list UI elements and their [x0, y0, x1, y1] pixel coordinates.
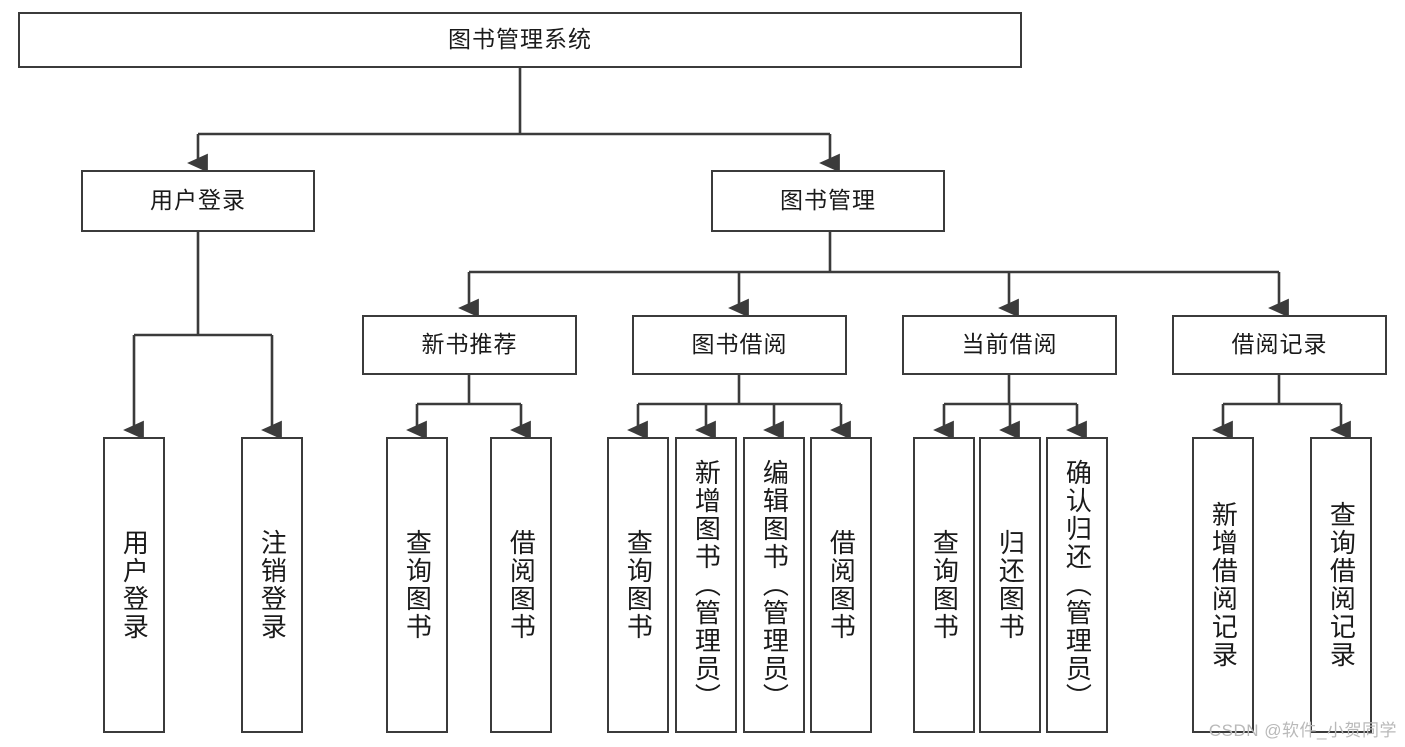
watermark: CSDN @软件_小贺同学	[1208, 721, 1397, 740]
node-leaf-edit-book-label: 编辑图书（管理员）	[759, 459, 790, 711]
node-leaf-query-book-3-label: 查询图书	[929, 529, 960, 641]
node-current-borrow[interactable]: 当前借阅	[902, 315, 1117, 375]
node-book-manage-label: 图书管理	[780, 187, 876, 214]
node-leaf-logout-label: 注销登录	[257, 529, 288, 641]
node-root-label: 图书管理系统	[448, 26, 592, 53]
node-leaf-edit-book[interactable]: 编辑图书（管理员）	[743, 437, 805, 733]
node-leaf-add-book-label: 新增图书（管理员）	[691, 459, 722, 711]
node-current-borrow-label: 当前借阅	[961, 331, 1058, 358]
node-leaf-user-login[interactable]: 用户登录	[103, 437, 165, 733]
node-user-login[interactable]: 用户登录	[81, 170, 315, 232]
node-leaf-borrow-book-1-label: 借阅图书	[506, 529, 537, 641]
node-book-manage[interactable]: 图书管理	[711, 170, 945, 232]
node-leaf-query-book-2[interactable]: 查询图书	[607, 437, 669, 733]
node-leaf-borrow-book-1[interactable]: 借阅图书	[490, 437, 552, 733]
node-leaf-logout[interactable]: 注销登录	[241, 437, 303, 733]
node-leaf-user-login-label: 用户登录	[119, 529, 150, 641]
node-leaf-add-book[interactable]: 新增图书（管理员）	[675, 437, 737, 733]
node-leaf-return-book[interactable]: 归还图书	[979, 437, 1041, 733]
node-user-login-label: 用户登录	[150, 187, 246, 214]
node-leaf-query-book-2-label: 查询图书	[623, 529, 654, 641]
node-borrow-record[interactable]: 借阅记录	[1172, 315, 1387, 375]
node-leaf-query-book-1-label: 查询图书	[402, 529, 433, 641]
node-leaf-return-book-label: 归还图书	[995, 529, 1026, 641]
node-leaf-borrow-book-2-label: 借阅图书	[826, 529, 857, 641]
node-leaf-query-record[interactable]: 查询借阅记录	[1310, 437, 1372, 733]
node-root[interactable]: 图书管理系统	[18, 12, 1022, 68]
node-leaf-query-book-1[interactable]: 查询图书	[386, 437, 448, 733]
node-new-book-rec[interactable]: 新书推荐	[362, 315, 577, 375]
node-borrow-record-label: 借阅记录	[1231, 331, 1328, 358]
node-leaf-confirm-return[interactable]: 确认归还（管理员）	[1046, 437, 1108, 733]
node-leaf-borrow-book-2[interactable]: 借阅图书	[810, 437, 872, 733]
node-leaf-add-record-label: 新增借阅记录	[1208, 501, 1239, 669]
node-leaf-add-record[interactable]: 新增借阅记录	[1192, 437, 1254, 733]
node-leaf-confirm-return-label: 确认归还（管理员）	[1062, 459, 1093, 711]
node-leaf-query-record-label: 查询借阅记录	[1326, 501, 1357, 669]
node-book-borrow-label: 图书借阅	[691, 331, 788, 358]
node-new-book-rec-label: 新书推荐	[421, 331, 518, 358]
node-leaf-query-book-3[interactable]: 查询图书	[913, 437, 975, 733]
node-book-borrow[interactable]: 图书借阅	[632, 315, 847, 375]
